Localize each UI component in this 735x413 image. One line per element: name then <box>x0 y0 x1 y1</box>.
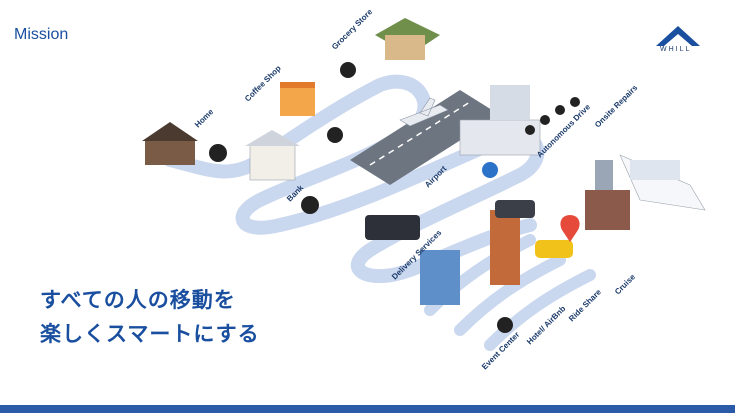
grocery-store-building <box>375 18 440 60</box>
bank-building <box>245 130 300 181</box>
airport-terminal <box>459 85 541 156</box>
cruise-ship <box>619 154 706 211</box>
wheelchair-icon <box>209 144 227 162</box>
label-home: Home <box>193 107 215 129</box>
wheelchair-icon <box>482 162 498 178</box>
label-grocery-store: Grocery Store <box>330 10 374 51</box>
tagline-line-2: 楽しくスマートにする <box>40 322 260 346</box>
tagline-line-1: すべての人の移動を <box>40 288 236 312</box>
route-path <box>163 74 545 284</box>
label-cruise: Cruise <box>613 272 637 296</box>
wheelchair-icon <box>301 196 319 214</box>
footer-bar <box>0 405 735 413</box>
location-pin-icon <box>560 215 580 242</box>
coffee-shop-building <box>280 82 315 116</box>
page-title: Mission <box>14 26 69 43</box>
runway <box>350 90 500 185</box>
brand-logo-text: WHILL <box>660 46 692 53</box>
home-building <box>142 122 198 165</box>
label-ride-share: Ride Share <box>567 287 603 323</box>
delivery-van <box>365 215 420 240</box>
wheelchair-icon <box>327 127 343 143</box>
label-coffee-shop: Coffee Shop <box>243 64 283 104</box>
autonomous-car <box>495 200 535 218</box>
autonomous-fleet <box>525 97 580 135</box>
airplane-icon <box>399 97 449 127</box>
mobility-city-illustration: Home Coffee Shop Grocery Store Bank Airp… <box>142 10 706 371</box>
cruise-terminal <box>585 160 630 230</box>
ride-share-car <box>535 240 573 258</box>
whill-logo-icon <box>656 26 700 46</box>
office-tower <box>420 210 520 305</box>
wheelchair-icon <box>340 62 356 78</box>
label-onsite-repairs: Onsite Repairs <box>593 83 640 130</box>
wheelchair-icon <box>497 317 513 333</box>
